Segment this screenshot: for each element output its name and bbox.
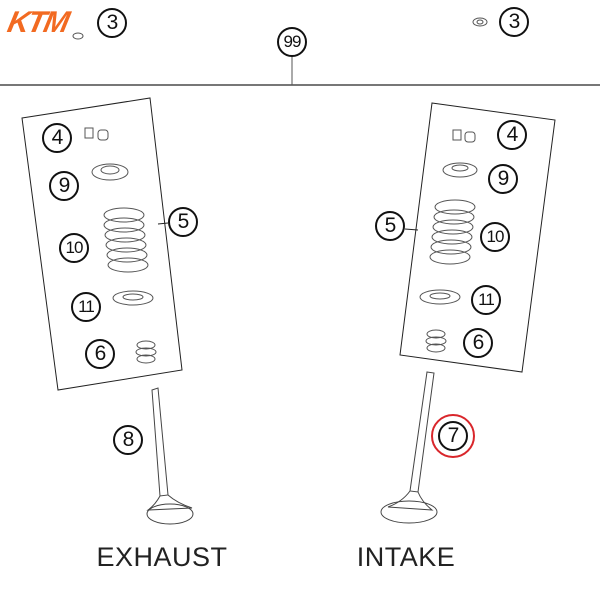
exhaust-valve-keys: [84, 127, 109, 141]
intake-kit-box: [399, 102, 556, 373]
callout-5-exhaust[interactable]: 5: [168, 207, 198, 237]
intake-label: INTAKE: [356, 542, 456, 572]
intake-spring-retainer: [442, 162, 478, 178]
callout-6-intake[interactable]: 6: [463, 328, 493, 358]
intake-spring-seat: [419, 289, 461, 305]
exhaust-spring-seat: [112, 290, 154, 306]
callout-10-exhaust[interactable]: 10: [59, 233, 89, 263]
callout-7[interactable]: 7: [438, 421, 468, 451]
callout-11-exhaust[interactable]: 11: [71, 292, 101, 322]
callout-9-intake[interactable]: 9: [488, 164, 518, 194]
callout-99[interactable]: 99: [277, 27, 307, 57]
exhaust-label: EXHAUST: [96, 542, 228, 572]
selected-highlight-ring: [431, 414, 475, 458]
callout-3-right[interactable]: 3: [499, 7, 529, 37]
ring-icon: [472, 17, 488, 27]
callout-5-intake[interactable]: 5: [375, 211, 405, 241]
callout-3-left[interactable]: 3: [97, 8, 127, 38]
callout-8[interactable]: 8: [113, 425, 143, 455]
callout-4-exhaust[interactable]: 4: [42, 123, 72, 153]
intake-valve-spring: [429, 199, 476, 265]
callout-10-intake[interactable]: 10: [480, 222, 510, 252]
intake-valve-seal: [425, 329, 447, 353]
exhaust-spring-retainer: [91, 163, 129, 181]
exhaust-valve: [146, 387, 194, 525]
intake-valve-keys: [452, 129, 476, 143]
callout-9-exhaust[interactable]: 9: [49, 171, 79, 201]
valve-key-icon: [72, 32, 84, 40]
exhaust-valve-seal: [135, 340, 157, 364]
callout-4-intake[interactable]: 4: [497, 120, 527, 150]
intake-valve: [380, 371, 438, 524]
exhaust-valve-spring: [103, 207, 149, 273]
callout-11-intake[interactable]: 11: [471, 285, 501, 315]
exhaust-kit-box: [21, 97, 183, 391]
callout-6-exhaust[interactable]: 6: [85, 339, 115, 369]
